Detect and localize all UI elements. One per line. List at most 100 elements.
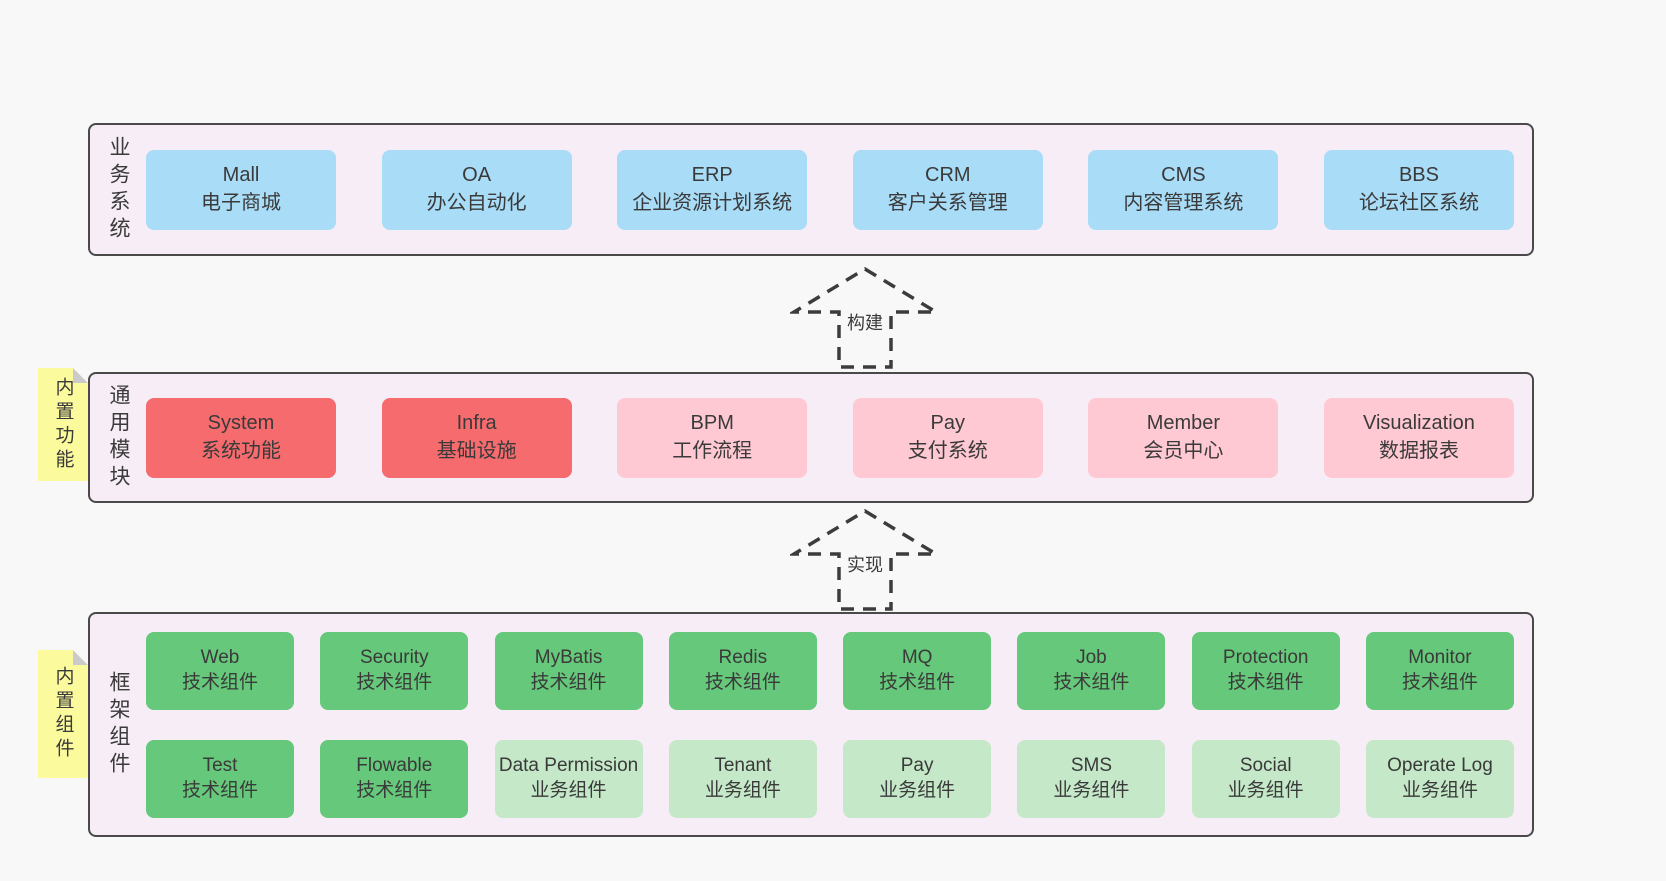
box-pay-module: Pay 支付系统 xyxy=(852,397,1043,478)
box-web-name: Web xyxy=(200,647,240,669)
box-tenant: Tenant 业务组件 xyxy=(668,739,817,818)
box-bbs-desc: 论坛社区系统 xyxy=(1358,191,1479,214)
box-redis-name: Redis xyxy=(718,647,768,669)
box-member-name: Member xyxy=(1146,411,1221,434)
box-job-name: Job xyxy=(1076,647,1107,669)
box-mybatis-desc: 技术组件 xyxy=(530,671,607,693)
box-pay-component-desc: 业务组件 xyxy=(879,779,956,801)
box-erp-name: ERP xyxy=(691,163,733,186)
panel-components-label: 框架组件 xyxy=(90,614,146,835)
box-member-desc: 会员中心 xyxy=(1143,439,1224,462)
note-fold-corner xyxy=(73,368,88,383)
box-visualization-desc: 数据报表 xyxy=(1378,439,1459,462)
note-fold-corner xyxy=(73,650,88,665)
box-oa-desc: 办公自动化 xyxy=(426,191,527,214)
up-arrow-icon xyxy=(790,508,940,611)
box-test-desc: 技术组件 xyxy=(181,779,258,801)
box-social: Social 业务组件 xyxy=(1191,739,1340,818)
box-security-desc: 技术组件 xyxy=(356,671,433,693)
components-row-2: Test 技术组件 Flowable 技术组件 Data Permission … xyxy=(146,739,1514,818)
components-rows: Web 技术组件 Security 技术组件 MyBatis 技术组件 Redi… xyxy=(146,614,1532,835)
box-security-name: Security xyxy=(359,647,429,669)
box-mq-name: MQ xyxy=(901,647,933,669)
note-built-in-features-text: 内置功能 xyxy=(52,376,74,473)
box-mybatis-name: MyBatis xyxy=(534,647,603,669)
box-flowable: Flowable 技术组件 xyxy=(320,739,469,818)
box-mall: Mall 电子商城 xyxy=(146,149,336,230)
box-oa-name: OA xyxy=(462,163,492,186)
box-bbs: BBS 论坛社区系统 xyxy=(1323,149,1514,230)
box-bpm: BPM 工作流程 xyxy=(617,397,808,478)
build-arrow-label: 构建 xyxy=(843,308,887,336)
implement-arrow: 实现 xyxy=(790,508,940,612)
box-redis-desc: 技术组件 xyxy=(704,671,781,693)
box-system-name: System xyxy=(207,411,275,434)
box-crm: CRM 客户关系管理 xyxy=(852,149,1043,230)
box-web-desc: 技术组件 xyxy=(181,671,258,693)
box-cms-desc: 内容管理系统 xyxy=(1123,191,1244,214)
panel-modules-label: 通用模块 xyxy=(90,374,146,501)
box-erp: ERP 企业资源计划系统 xyxy=(617,149,808,230)
panel-modules-label-text: 通用模块 xyxy=(107,383,130,492)
box-operate-log-desc: 业务组件 xyxy=(1401,779,1478,801)
box-tenant-name: Tenant xyxy=(714,755,772,777)
business-box-row: Mall 电子商城 OA 办公自动化 ERP 企业资源计划系统 CRM 客户关系… xyxy=(146,125,1532,254)
box-operate-log: Operate Log 业务组件 xyxy=(1365,739,1514,818)
box-sms: SMS 业务组件 xyxy=(1017,739,1166,818)
box-infra-desc: 基础设施 xyxy=(436,439,517,462)
box-crm-name: CRM xyxy=(925,163,971,186)
box-flowable-name: Flowable xyxy=(356,755,433,777)
box-visualization: Visualization 数据报表 xyxy=(1323,397,1514,478)
sticky-note-built-in-components: 内置组件 xyxy=(38,650,88,778)
build-arrow: 构建 xyxy=(790,266,940,370)
box-data-permission: Data Permission 业务组件 xyxy=(494,739,643,818)
box-bpm-desc: 工作流程 xyxy=(672,439,753,462)
implement-arrow-label: 实现 xyxy=(843,550,887,578)
box-social-desc: 业务组件 xyxy=(1227,779,1304,801)
box-bbs-name: BBS xyxy=(1398,163,1439,186)
box-pay-component: Pay 业务组件 xyxy=(843,739,992,818)
box-member: Member 会员中心 xyxy=(1088,397,1279,478)
sticky-note-built-in-features: 内置功能 xyxy=(38,368,88,481)
box-mall-name: Mall xyxy=(222,163,260,186)
box-data-permission-desc: 业务组件 xyxy=(530,779,607,801)
box-sms-name: SMS xyxy=(1070,755,1112,777)
box-pay-component-name: Pay xyxy=(900,755,934,777)
panel-components-label-text: 框架组件 xyxy=(107,670,130,779)
box-protection: Protection 技术组件 xyxy=(1191,631,1340,710)
box-job: Job 技术组件 xyxy=(1017,631,1166,710)
box-monitor: Monitor 技术组件 xyxy=(1365,631,1514,710)
panel-business-systems: 业务系统 Mall 电子商城 OA 办公自动化 ERP 企业资源计划系统 CRM… xyxy=(88,123,1534,256)
box-mybatis: MyBatis 技术组件 xyxy=(494,631,643,710)
box-erp-desc: 企业资源计划系统 xyxy=(632,191,793,214)
box-redis: Redis 技术组件 xyxy=(668,631,817,710)
box-oa: OA 办公自动化 xyxy=(381,149,572,230)
box-bpm-name: BPM xyxy=(690,411,734,434)
box-pay-module-desc: 支付系统 xyxy=(907,439,988,462)
box-visualization-name: Visualization xyxy=(1363,411,1475,434)
box-web: Web 技术组件 xyxy=(146,631,294,710)
box-data-permission-name: Data Permission xyxy=(498,755,639,777)
box-monitor-desc: 技术组件 xyxy=(1401,671,1478,693)
box-monitor-name: Monitor xyxy=(1408,647,1472,669)
components-row-1: Web 技术组件 Security 技术组件 MyBatis 技术组件 Redi… xyxy=(146,631,1514,710)
up-arrow-icon xyxy=(790,266,940,369)
box-mall-desc: 电子商城 xyxy=(201,191,281,214)
box-protection-name: Protection xyxy=(1222,647,1309,669)
box-crm-desc: 客户关系管理 xyxy=(887,191,1008,214)
box-system-desc: 系统功能 xyxy=(201,439,281,462)
box-test: Test 技术组件 xyxy=(146,739,294,818)
box-test-name: Test xyxy=(202,755,238,777)
panel-common-modules: 通用模块 System 系统功能 Infra 基础设施 BPM 工作流程 Pay… xyxy=(88,372,1534,503)
box-social-name: Social xyxy=(1239,755,1292,777)
note-built-in-components-text: 内置组件 xyxy=(52,666,74,762)
box-pay-module-name: Pay xyxy=(930,411,966,434)
box-tenant-desc: 业务组件 xyxy=(704,779,781,801)
box-job-desc: 技术组件 xyxy=(1053,671,1130,693)
box-flowable-desc: 技术组件 xyxy=(356,779,433,801)
modules-box-row: System 系统功能 Infra 基础设施 BPM 工作流程 Pay 支付系统… xyxy=(146,374,1532,501)
box-infra-name: Infra xyxy=(456,411,497,434)
panel-business-label: 业务系统 xyxy=(90,125,146,254)
panel-business-label-text: 业务系统 xyxy=(107,135,130,244)
